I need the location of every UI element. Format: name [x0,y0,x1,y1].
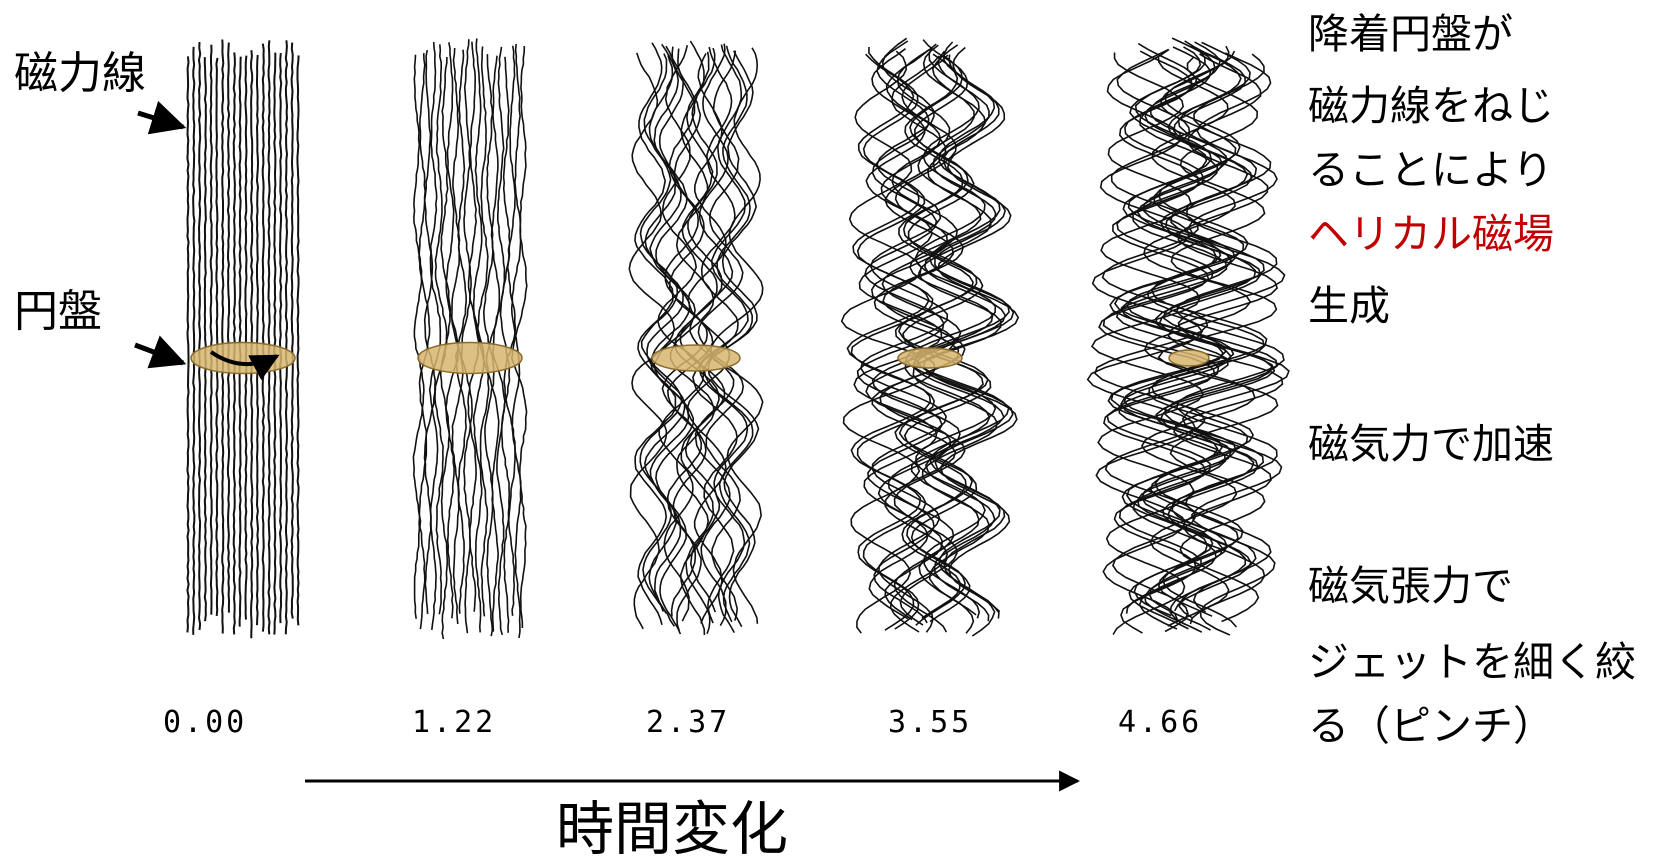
field-line [263,44,264,632]
field-line-column-0 [187,40,298,639]
field-lines-pointer-arrow [138,113,183,127]
description-line: ジェットを細く絞 [1308,642,1636,683]
time-evolution-label: 時間変化 [556,800,788,858]
field-line [193,47,194,635]
field-line [419,53,430,629]
field-line-column-1 [413,38,526,639]
field-line-column-3 [842,38,1019,636]
field-line [216,58,217,616]
description-line: る（ピンチ） [1308,706,1554,747]
description-line: 磁気張力で [1308,566,1513,607]
description-line: 磁力線をねじ [1308,86,1554,127]
time-label-3: 3.55 [888,708,972,738]
field-line [640,54,681,612]
accretion-disk [1169,350,1209,366]
field-line [286,40,287,634]
field-line-column-2 [629,41,762,635]
accretion-disk [652,345,740,371]
field-line [257,55,258,625]
time-label-4: 4.66 [1118,708,1202,738]
field-line [274,53,275,635]
field-line [280,53,281,623]
field-line [211,45,212,615]
description-line: ることにより [1308,150,1553,191]
time-label-0: 0.00 [163,708,247,738]
field-line [297,55,298,625]
time-label-2: 2.37 [646,708,730,738]
field-line [413,55,424,619]
description-line: ヘリカル磁場 [1308,214,1554,255]
accretion-disk [191,343,295,374]
field-line [292,43,293,619]
disk-pointer-arrow [135,345,183,363]
field-line [269,40,270,634]
accretion-disk [898,348,962,368]
description-line: 磁気力で加速 [1308,424,1554,465]
field-line [187,56,188,632]
field-line-column-4 [1088,38,1289,635]
description-line: 降着円盤が [1308,14,1513,55]
accretion-disk [418,343,522,374]
field-line [245,56,246,620]
field-lines-label: 磁力線 [14,52,146,96]
field-line [1156,49,1272,625]
field-line [430,42,441,630]
field-line [222,40,223,634]
field-line [240,57,241,627]
field-line [199,42,200,630]
time-label-1: 1.22 [412,708,496,738]
field-line [228,43,229,613]
description-line: 生成 [1308,286,1390,327]
field-line [205,57,206,621]
disk-label: 円盤 [14,290,102,334]
